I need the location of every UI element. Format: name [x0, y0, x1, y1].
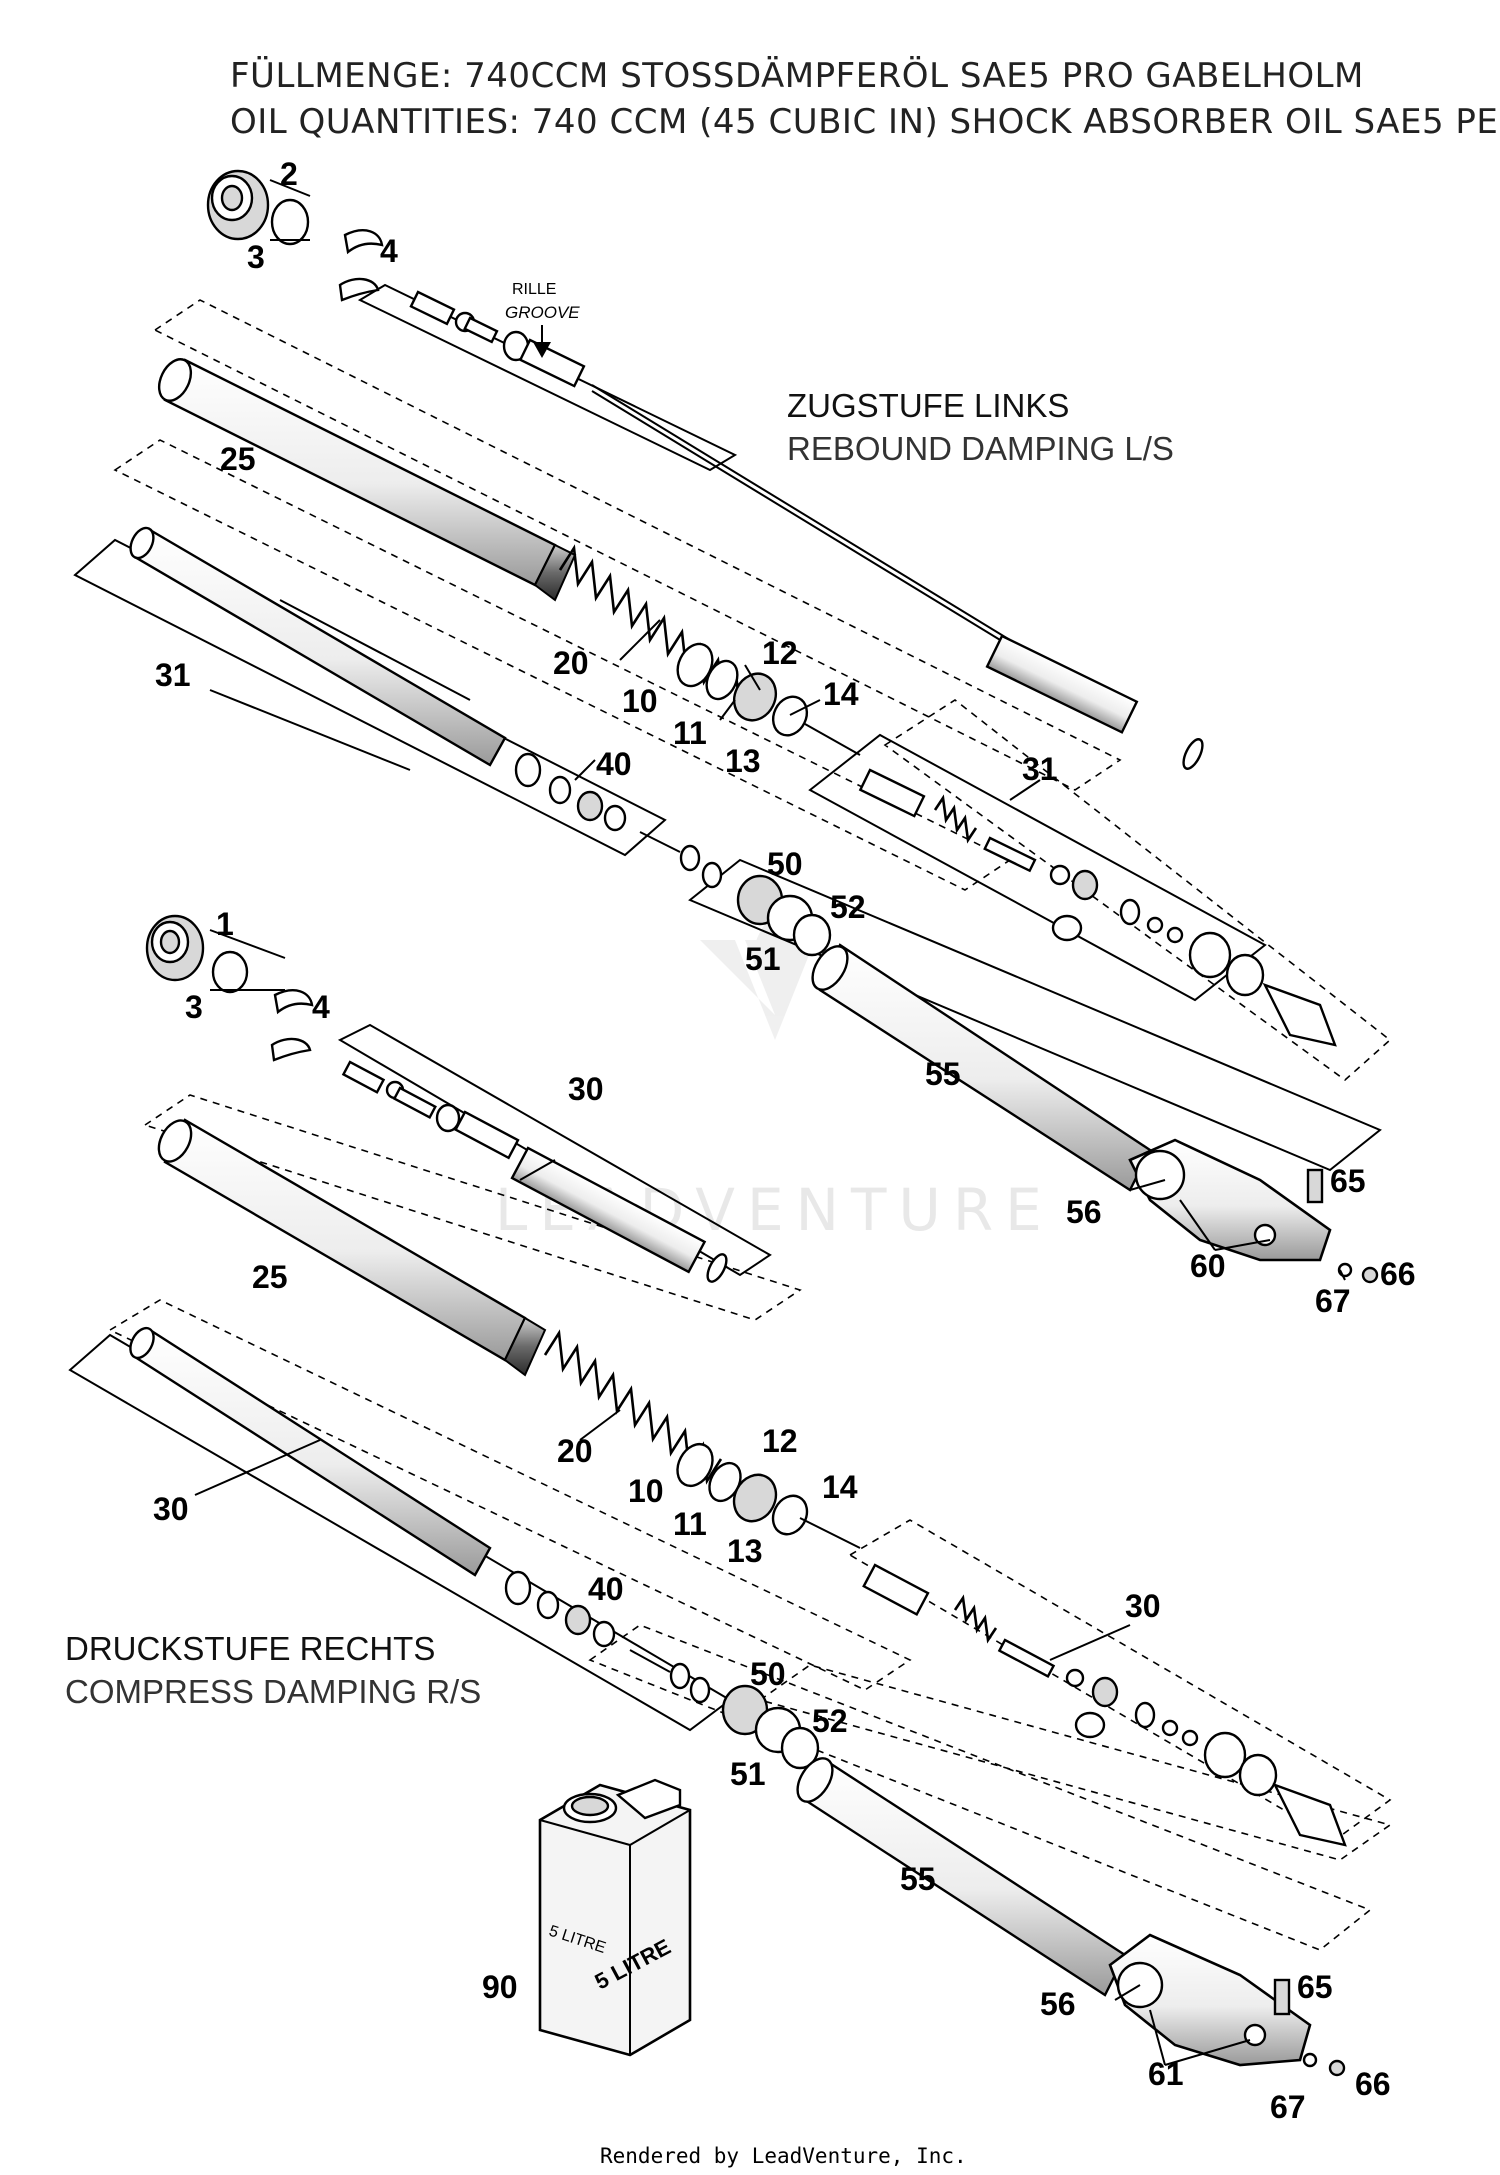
callout-13: 13	[725, 743, 761, 779]
callout-31: 31	[155, 657, 191, 693]
callout-67: 67	[1315, 1283, 1351, 1319]
callout-66b: 66	[1355, 2066, 1391, 2102]
callout-65: 65	[1330, 1163, 1366, 1199]
callout-10b: 10	[628, 1473, 664, 1509]
callout-2: 2	[280, 156, 298, 192]
callout-61: 61	[1148, 2056, 1184, 2092]
inner-tube-top	[129, 526, 507, 767]
callout-30b: 30	[153, 1491, 189, 1527]
callout-25: 25	[220, 441, 256, 477]
callout-55b: 55	[900, 1861, 936, 1897]
top-assembly: RILLE GROOVE	[73, 169, 1392, 1284]
clip-top-lower	[338, 277, 380, 302]
callout-12: 12	[762, 635, 798, 671]
callout-51: 51	[745, 941, 781, 977]
fork-cap-top	[206, 169, 270, 241]
callout-65b: 65	[1297, 1969, 1333, 2005]
fork-cap-bottom	[145, 914, 205, 982]
callout-labels: 2 3 4 25 31 20 10 11 12 13 14 40 31 50 5…	[153, 156, 1416, 2125]
callout-25b: 25	[252, 1259, 288, 1295]
clip-top-upper	[343, 229, 384, 255]
oil-can: 5 LITRE 5 LITRE	[538, 1778, 692, 2057]
fill-quantity-en: OIL QUANTITIES: 740 CCM (45 CUBIC IN) SH…	[230, 102, 1500, 142]
callout-4: 4	[380, 233, 398, 269]
damper-rod-top	[409, 290, 1204, 770]
callout-12b: 12	[762, 1423, 798, 1459]
lower-leg-top	[811, 943, 1379, 1284]
callout-11: 11	[673, 715, 707, 751]
callout-40b: 40	[588, 1571, 624, 1607]
callout-11b: 11	[673, 1506, 707, 1542]
callout-50b: 50	[750, 1656, 786, 1692]
o-ring-bottom	[211, 950, 249, 994]
o-ring-top	[270, 198, 310, 246]
outer-tube-top	[157, 358, 577, 602]
callout-67b: 67	[1270, 2089, 1306, 2125]
callout-50: 50	[767, 846, 803, 882]
callout-30c: 30	[1125, 1588, 1161, 1624]
callout-56b: 56	[1040, 1986, 1076, 2022]
groove-label-en: GROOVE	[505, 303, 580, 322]
callout-52b: 52	[812, 1703, 848, 1739]
section-title-right-en: COMPRESS DAMPING R/S	[65, 1673, 481, 1710]
callout-40: 40	[596, 746, 632, 782]
callout-14: 14	[823, 676, 859, 712]
outer-tube-bottom	[157, 1118, 547, 1377]
lower-leg-bottom	[796, 1757, 1346, 2077]
callout-51b: 51	[730, 1756, 766, 1792]
leader-lines	[194, 599, 1346, 2066]
callout-20: 20	[553, 645, 589, 681]
callout-20b: 20	[557, 1433, 593, 1469]
callout-10: 10	[622, 683, 658, 719]
callout-55: 55	[925, 1056, 961, 1092]
callout-52: 52	[830, 889, 866, 925]
fill-quantity-de: FÜLLMENGE: 740CCM STOSSDÄMPFERÖL SAE5 PR…	[230, 55, 1364, 96]
section-title-left-en: REBOUND DAMPING L/S	[787, 430, 1174, 467]
callout-14b: 14	[822, 1469, 858, 1505]
callout-4b: 4	[312, 989, 330, 1025]
footer-credit: Rendered by LeadVenture, Inc.	[600, 2144, 967, 2168]
damper-rod-bottom	[341, 1060, 728, 1283]
section-title-right-de: DRUCKSTUFE RECHTS	[65, 1630, 435, 1667]
callout-31b: 31	[1022, 751, 1058, 787]
callout-3: 3	[247, 239, 265, 275]
inner-tube-bottom	[129, 1326, 492, 1577]
callout-1: 1	[216, 906, 234, 942]
callout-30: 30	[568, 1071, 604, 1107]
callout-90: 90	[482, 1969, 518, 2005]
section-title-left-de: ZUGSTUFE LINKS	[787, 387, 1069, 424]
callout-66: 66	[1380, 1256, 1416, 1292]
callout-3b: 3	[185, 989, 203, 1025]
callout-60: 60	[1190, 1248, 1226, 1284]
bottom-assembly: 5 LITRE 5 LITRE	[68, 914, 1392, 2077]
callout-56: 56	[1066, 1194, 1102, 1230]
groove-label-de: RILLE	[512, 281, 556, 298]
callout-13b: 13	[727, 1533, 763, 1569]
